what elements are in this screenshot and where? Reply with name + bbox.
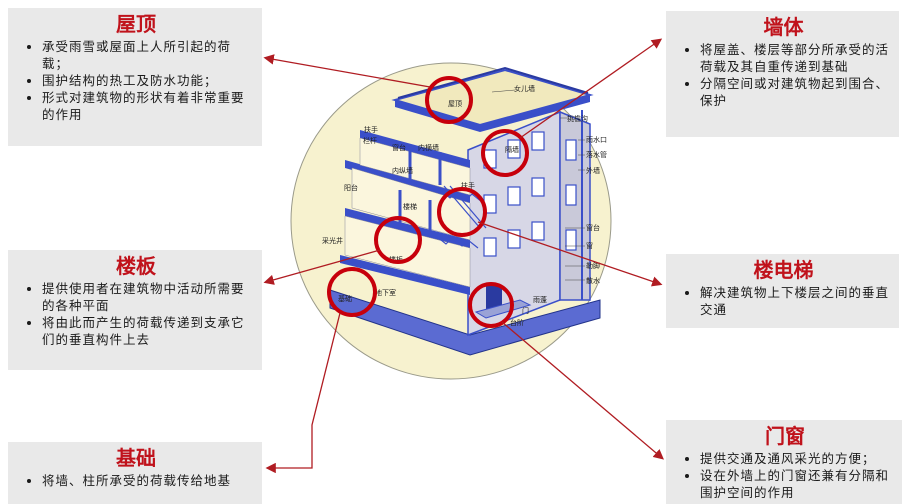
- label-handrail: 扶手: [364, 125, 378, 134]
- wall-title: 墙体: [676, 15, 891, 39]
- label-inner-cross-wall: 内横墙: [418, 143, 439, 152]
- label-balcony: 阳台: [344, 183, 358, 192]
- door-window-title: 门窗: [676, 424, 894, 448]
- wall-item: 分隔空间或对建筑物起到围合、保护: [700, 75, 891, 109]
- floor-slab-panel: 楼板 提供使用者在建筑物中活动所需要的各种平面 将由此而产生的荷载传递到支承它们…: [8, 250, 262, 370]
- wall-panel: 墙体 将屋盖、楼层等部分所承受的活荷载及其自重传递到基础 分隔空间或对建筑物起到…: [666, 11, 899, 137]
- label-scupper: 雨水口: [586, 135, 607, 144]
- foundation-title: 基础: [18, 446, 254, 470]
- roof-item: 围护结构的热工及防水功能；: [42, 72, 254, 89]
- roof-item: 承受雨雪或屋面上人所引起的荷载；: [42, 38, 254, 72]
- label-railing: 栏杆: [363, 136, 377, 145]
- label-window: 窗台: [392, 143, 406, 152]
- label-foundation: 基础: [338, 294, 352, 303]
- floor-slab-item: 提供使用者在建筑物中活动所需要的各种平面: [42, 280, 254, 314]
- label-apron: 散水: [586, 276, 600, 285]
- roof-panel: 屋顶 承受雨雪或屋面上人所引起的荷载； 围护结构的热工及防水功能； 形式对建筑物…: [8, 8, 262, 146]
- label-parapet: 女儿墙: [514, 84, 535, 93]
- door-window-item: 提供交通及通风采光的方便；: [700, 450, 894, 467]
- label-door: 门: [522, 306, 529, 315]
- label-exterior-wall: 外墙: [586, 166, 600, 175]
- stair-elevator-item: 解决建筑物上下楼层之间的垂直交通: [700, 284, 891, 318]
- label-sill: 窗台: [586, 223, 600, 232]
- foundation-panel: 基础 将墙、柱所承受的荷载传给地基: [8, 442, 262, 504]
- roof-item: 形式对建筑物的形状有着非常重要的作用: [42, 89, 254, 123]
- floor-slab-item: 将由此而产生的荷载传递到支承它们的垂直构件上去: [42, 314, 254, 348]
- floor-slab-title: 楼板: [18, 254, 254, 278]
- foundation-item: 将墙、柱所承受的荷载传给地基: [42, 472, 254, 489]
- roof-title: 屋顶: [18, 12, 254, 36]
- leader-foundation: [268, 313, 340, 468]
- door-window-item: 设在外墙上的门窗还兼有分隔和围护空间的作用: [700, 467, 894, 501]
- wall-item: 将屋盖、楼层等部分所承受的活荷载及其自重传递到基础: [700, 41, 891, 75]
- label-porch: 雨蓬: [533, 295, 547, 304]
- label-steps: 台阶: [510, 318, 524, 327]
- label-roof: 屋顶: [448, 100, 462, 108]
- stair-elevator-title: 楼电梯: [676, 258, 891, 282]
- label-stair: 楼梯: [403, 202, 417, 211]
- label-downpipe: 落水管: [586, 150, 607, 159]
- label-window2: 窗: [586, 241, 593, 250]
- label-cornice: 挑檐沟: [567, 114, 588, 123]
- label-basement: 地下室: [375, 288, 396, 297]
- leader-door: [502, 322, 662, 458]
- label-partition: 隔墙: [505, 145, 519, 154]
- door-window-panel: 门窗 提供交通及通风采光的方便； 设在外墙上的门窗还兼有分隔和围护空间的作用: [666, 420, 902, 504]
- label-lightwell: 采光井: [322, 236, 343, 245]
- stair-elevator-panel: 楼电梯 解决建筑物上下楼层之间的垂直交通: [666, 254, 899, 328]
- label-inner-long-wall: 内纵墙: [392, 166, 413, 175]
